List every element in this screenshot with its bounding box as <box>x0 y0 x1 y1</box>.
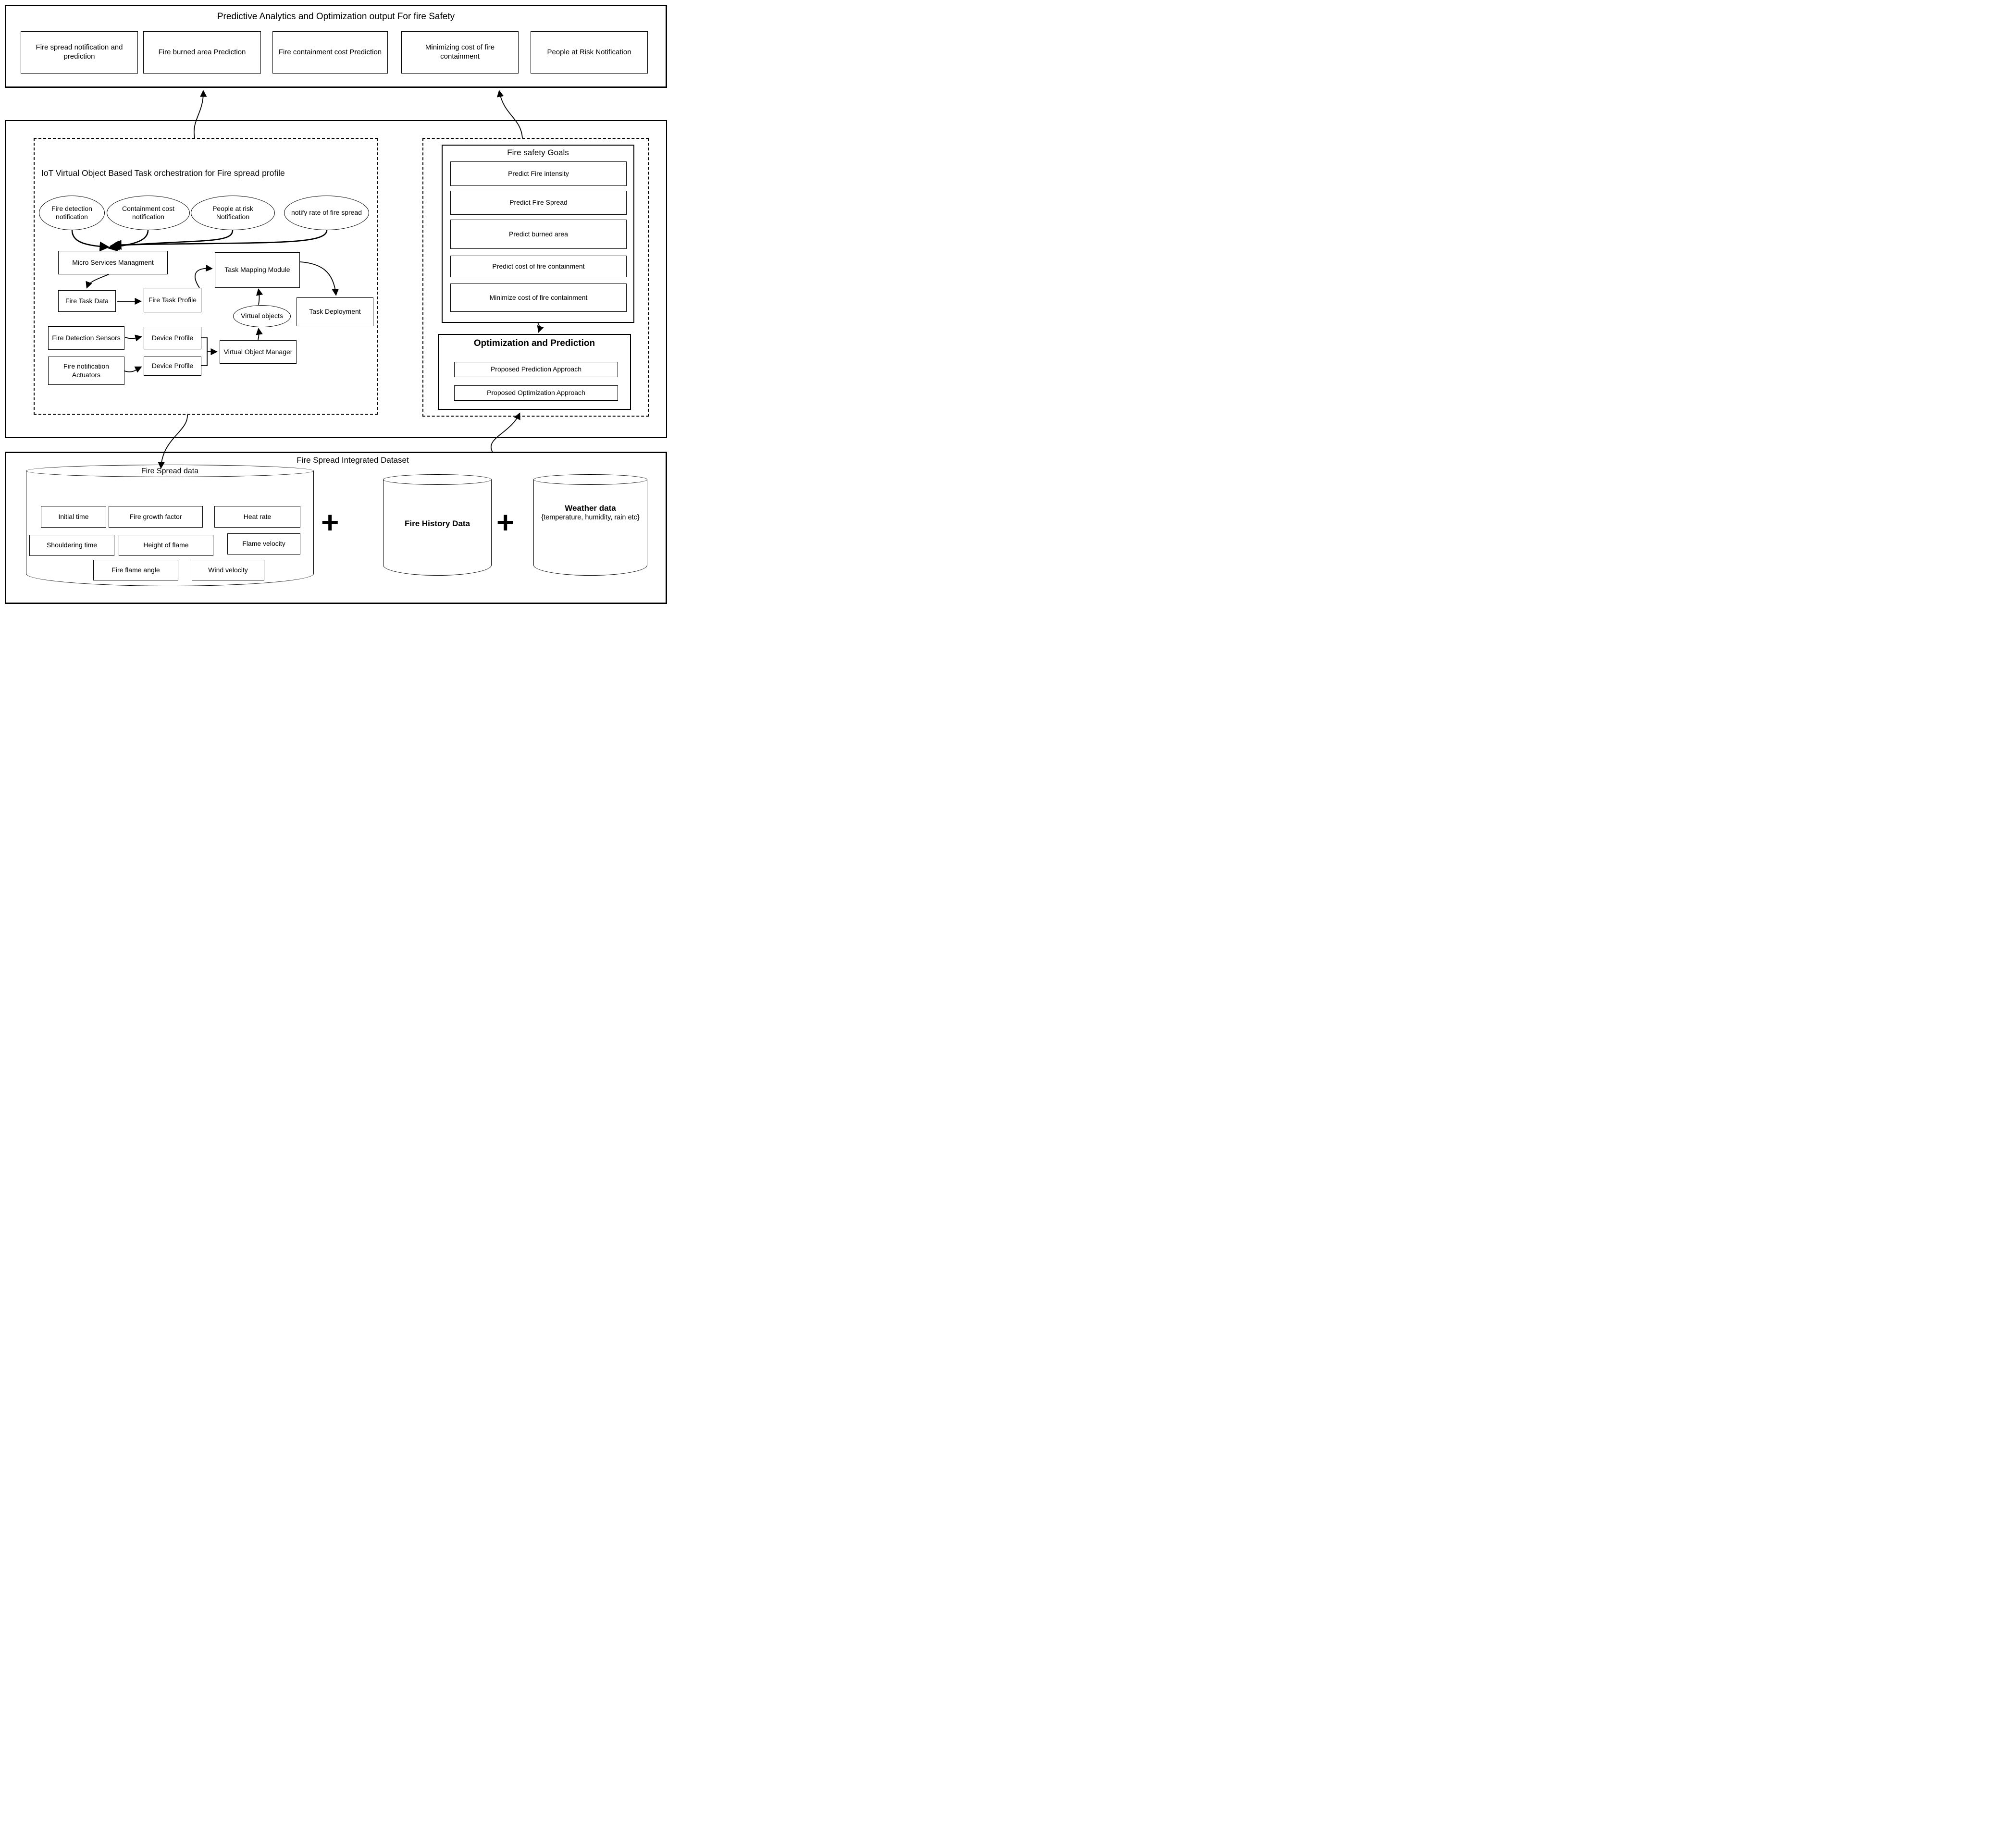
proposed-prediction-approach: Proposed Prediction Approach <box>454 362 618 377</box>
goal-predict-fire-intensity: Predict Fire intensity <box>450 161 627 186</box>
node-fire-detection-sensors: Fire Detection Sensors <box>48 326 124 350</box>
fire-history-label: Fire History Data <box>404 519 470 528</box>
proposed-optimization-approach: Proposed Optimization Approach <box>454 385 618 401</box>
output-box-fire-spread-notification: Fire spread notification and prediction <box>21 31 138 74</box>
fire-spread-data-label: Fire Spread data <box>141 467 199 475</box>
param-height-of-flame: Height of flame <box>119 535 213 556</box>
weather-data-subtitle: {temperature, humidity, rain etc} <box>541 514 640 521</box>
node-virtual-object-manager: Virtual Object Manager <box>220 340 297 364</box>
node-task-mapping-module: Task Mapping Module <box>215 252 300 288</box>
param-heat-rate: Heat rate <box>214 506 300 528</box>
iot-task-orchestration-section <box>34 138 378 415</box>
optimization-and-prediction-title: Optimization and Prediction <box>473 338 595 348</box>
node-fire-task-profile: Fire Task Profile <box>144 288 201 312</box>
node-micro-services-managment: Micro Services Managment <box>58 251 168 274</box>
node-fire-task-data: Fire Task Data <box>58 290 116 312</box>
integrated-dataset-section <box>5 452 667 604</box>
ellipse-fire-detection-notification: Fire detection notification <box>39 196 105 230</box>
output-box-minimizing-cost: Minimizing cost of fire containment <box>401 31 519 74</box>
integrated-dataset-title: Fire Spread Integrated Dataset <box>297 456 409 465</box>
fire-history-cylinder <box>383 480 492 576</box>
param-initial-time: Initial time <box>41 506 106 528</box>
node-device-profile-actuators: Device Profile <box>144 357 201 376</box>
node-task-deployment: Task Deployment <box>297 297 373 326</box>
predictive-analytics-output-section <box>5 5 667 88</box>
weather-data-cylinder <box>533 480 647 576</box>
output-box-people-at-risk: People at Risk Notification <box>531 31 648 74</box>
output-box-containment-cost: Fire containment cost Prediction <box>272 31 388 74</box>
output-box-fire-burned-area: Fire burned area Prediction <box>143 31 261 74</box>
ellipse-virtual-objects: Virtual objects <box>233 305 291 327</box>
node-device-profile-sensors: Device Profile <box>144 327 201 349</box>
fire-safety-goals-box <box>442 145 634 323</box>
ellipse-notify-rate-of-fire-spread: notify rate of fire spread <box>284 196 369 230</box>
param-wind-velocity: Wind velocity <box>192 560 264 580</box>
fire-safety-goals-title: Fire safety Goals <box>507 148 569 157</box>
weather-data-title: Weather data <box>565 504 616 513</box>
weather-data-cylinder-top <box>533 474 647 485</box>
weather-data-label: Weather data {temperature, humidity, rai… <box>533 504 647 522</box>
node-fire-notification-actuators: Fire notification Actuators <box>48 357 124 385</box>
param-shouldering-time: Shouldering time <box>29 535 114 556</box>
param-fire-growth-factor: Fire growth factor <box>109 506 203 528</box>
fire-safety-architecture-diagram: Predictive Analytics and Optimization ou… <box>0 0 672 610</box>
ellipse-people-at-risk-notification: People at risk Notification <box>191 196 275 230</box>
plus-icon: + <box>496 505 515 540</box>
goal-predict-burned-area: Predict burned area <box>450 220 627 249</box>
fire-safety-goals-section <box>422 138 649 417</box>
predictive-analytics-output-title: Predictive Analytics and Optimization ou… <box>217 12 455 22</box>
fire-history-cylinder-top <box>383 474 492 485</box>
param-flame-velocity: Flame velocity <box>227 533 300 555</box>
goal-predict-fire-spread: Predict Fire Spread <box>450 191 627 215</box>
middle-section <box>5 120 667 438</box>
optimization-and-prediction-box <box>438 334 631 410</box>
goal-predict-cost: Predict cost of fire containment <box>450 256 627 277</box>
ellipse-containment-cost-notification: Containment cost notification <box>107 196 190 230</box>
param-fire-flame-angle: Fire flame angle <box>93 560 178 580</box>
plus-icon: + <box>321 505 339 540</box>
goal-minimize-cost: Minimize cost of fire containment <box>450 283 627 312</box>
iot-task-orchestration-title: IoT Virtual Object Based Task orchestrat… <box>41 168 285 178</box>
